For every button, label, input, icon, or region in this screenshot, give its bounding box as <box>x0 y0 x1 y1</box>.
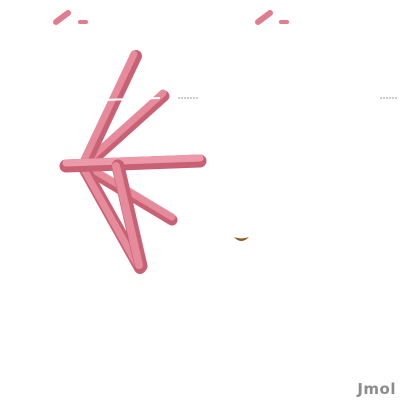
clipped-bond-fragment-right <box>255 10 289 25</box>
bond-group[interactable] <box>59 50 207 274</box>
bond-lower-long-highlight <box>78 162 142 270</box>
atom-fragment[interactable] <box>234 237 249 241</box>
bond-lower-diagonal-highlight <box>88 165 176 221</box>
jmol-watermark: Jmol <box>357 380 396 398</box>
bond-vertical-highlight <box>112 162 143 269</box>
bond-horizontal-highlight <box>62 154 204 167</box>
clipped-bond-fragment-left <box>53 10 88 25</box>
selection-streak <box>103 97 161 101</box>
bond-upper-long-highlight <box>78 50 138 168</box>
bond-upper-short-highlight <box>81 89 167 167</box>
